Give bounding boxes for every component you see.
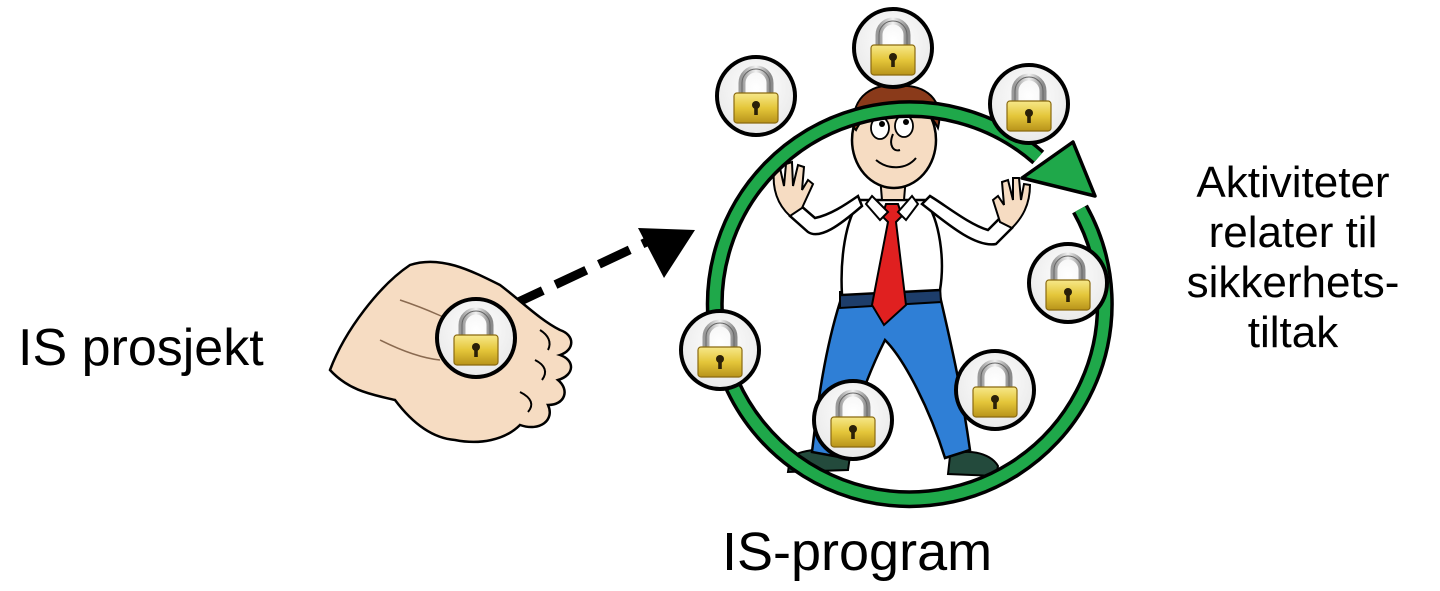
- padlock-icon: [437, 299, 515, 377]
- dashed-arrow: [510, 228, 695, 310]
- padlock-icon: [717, 57, 795, 135]
- activities-label-line: Aktiviteter: [1196, 158, 1390, 207]
- program-label: IS-program: [722, 522, 993, 582]
- activities-label: Aktiviteter relater til sikkerhets- tilt…: [1158, 158, 1428, 358]
- cycle-ring: [705, 100, 1114, 509]
- padlock-icon: [1029, 244, 1107, 322]
- padlock-icon: [681, 311, 759, 389]
- activities-label-line: relater til: [1208, 208, 1378, 257]
- padlock-icon: [956, 351, 1034, 429]
- cycle-arrowhead-icon: [1020, 140, 1097, 198]
- activities-label-line: tiltak: [1247, 308, 1339, 357]
- arrowhead-icon: [638, 228, 695, 278]
- padlock-icon: [854, 9, 932, 87]
- padlock-icon: [814, 381, 892, 459]
- project-label: IS prosjekt: [18, 319, 264, 377]
- activities-label-line: sikkerhets-: [1186, 258, 1400, 307]
- padlock-icon: [990, 65, 1068, 143]
